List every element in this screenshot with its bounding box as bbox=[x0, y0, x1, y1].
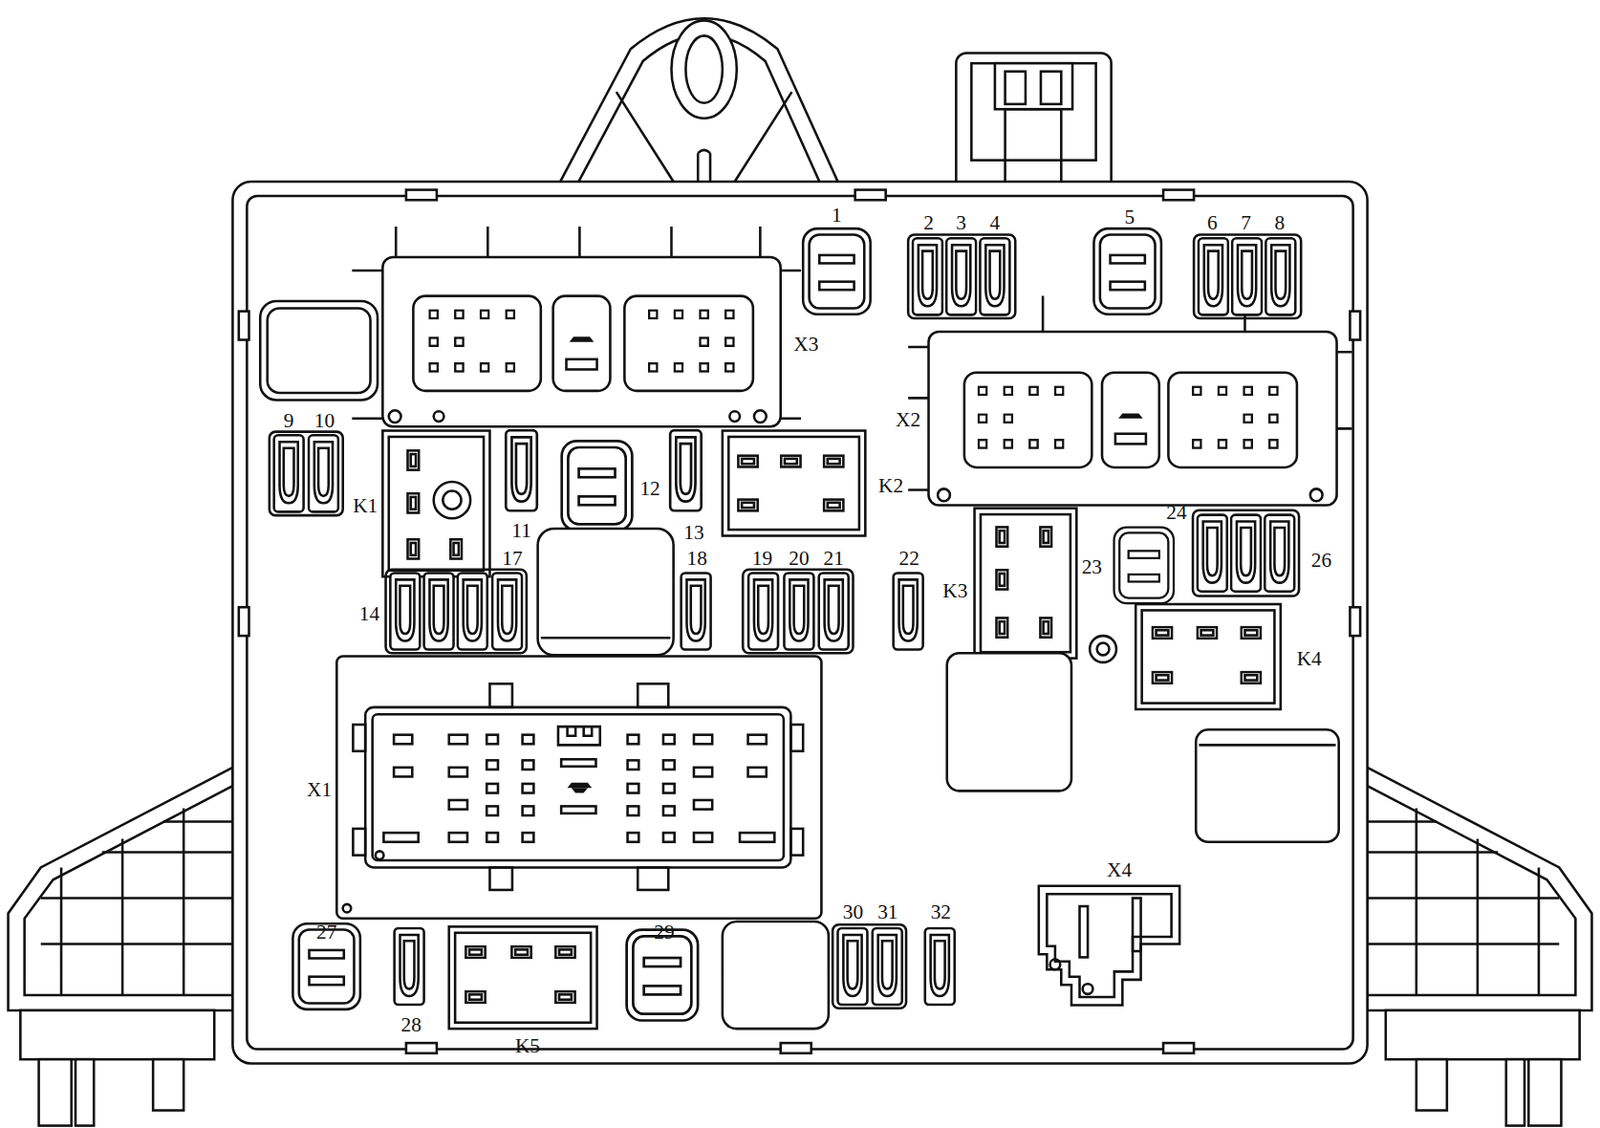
callout-number: 26 bbox=[1311, 548, 1332, 569]
callout-number: 32 bbox=[930, 901, 952, 922]
callout-number: 1 bbox=[831, 204, 843, 225]
callout-number: 23 bbox=[1081, 556, 1103, 577]
callout-number: 31 bbox=[877, 901, 898, 922]
callout-number: 20 bbox=[788, 547, 809, 568]
callout-number: 24 bbox=[1166, 501, 1187, 522]
callout-number: 3 bbox=[955, 212, 967, 233]
callout-number: 8 bbox=[1274, 212, 1285, 233]
callout-number: 14 bbox=[359, 603, 380, 624]
callout-number: 17 bbox=[501, 547, 522, 568]
component-label: K2 bbox=[878, 474, 904, 495]
callout-number: 29 bbox=[653, 921, 674, 942]
callout-number: 30 bbox=[843, 901, 864, 922]
callout-number: 11 bbox=[511, 518, 532, 540]
callout-number: 9 bbox=[283, 410, 295, 431]
component-label: K1 bbox=[352, 495, 378, 516]
callout-number: 4 bbox=[990, 212, 1001, 233]
callout-number: 10 bbox=[314, 410, 335, 431]
callout-number: 12 bbox=[639, 477, 660, 498]
callout-number: 19 bbox=[752, 547, 773, 568]
callout-number: 5 bbox=[1124, 206, 1135, 227]
callout-number: 21 bbox=[823, 547, 844, 568]
callout-number: 2 bbox=[923, 212, 934, 233]
component-label: K4 bbox=[1297, 648, 1322, 669]
component-label: X1 bbox=[306, 778, 332, 800]
callout-number: 28 bbox=[401, 1014, 422, 1035]
callout-number: 22 bbox=[899, 547, 920, 568]
callout-number: 13 bbox=[683, 521, 704, 542]
callout-number: 27 bbox=[316, 921, 337, 942]
callout-number: 7 bbox=[1240, 212, 1252, 233]
component-label: X4 bbox=[1106, 859, 1132, 880]
component-label: K3 bbox=[942, 579, 968, 600]
callout-number: 18 bbox=[686, 547, 707, 568]
component-label: X2 bbox=[895, 409, 921, 430]
callout-number: 6 bbox=[1207, 212, 1218, 233]
component-label: K5 bbox=[515, 1035, 541, 1056]
component-label: X3 bbox=[793, 333, 819, 354]
